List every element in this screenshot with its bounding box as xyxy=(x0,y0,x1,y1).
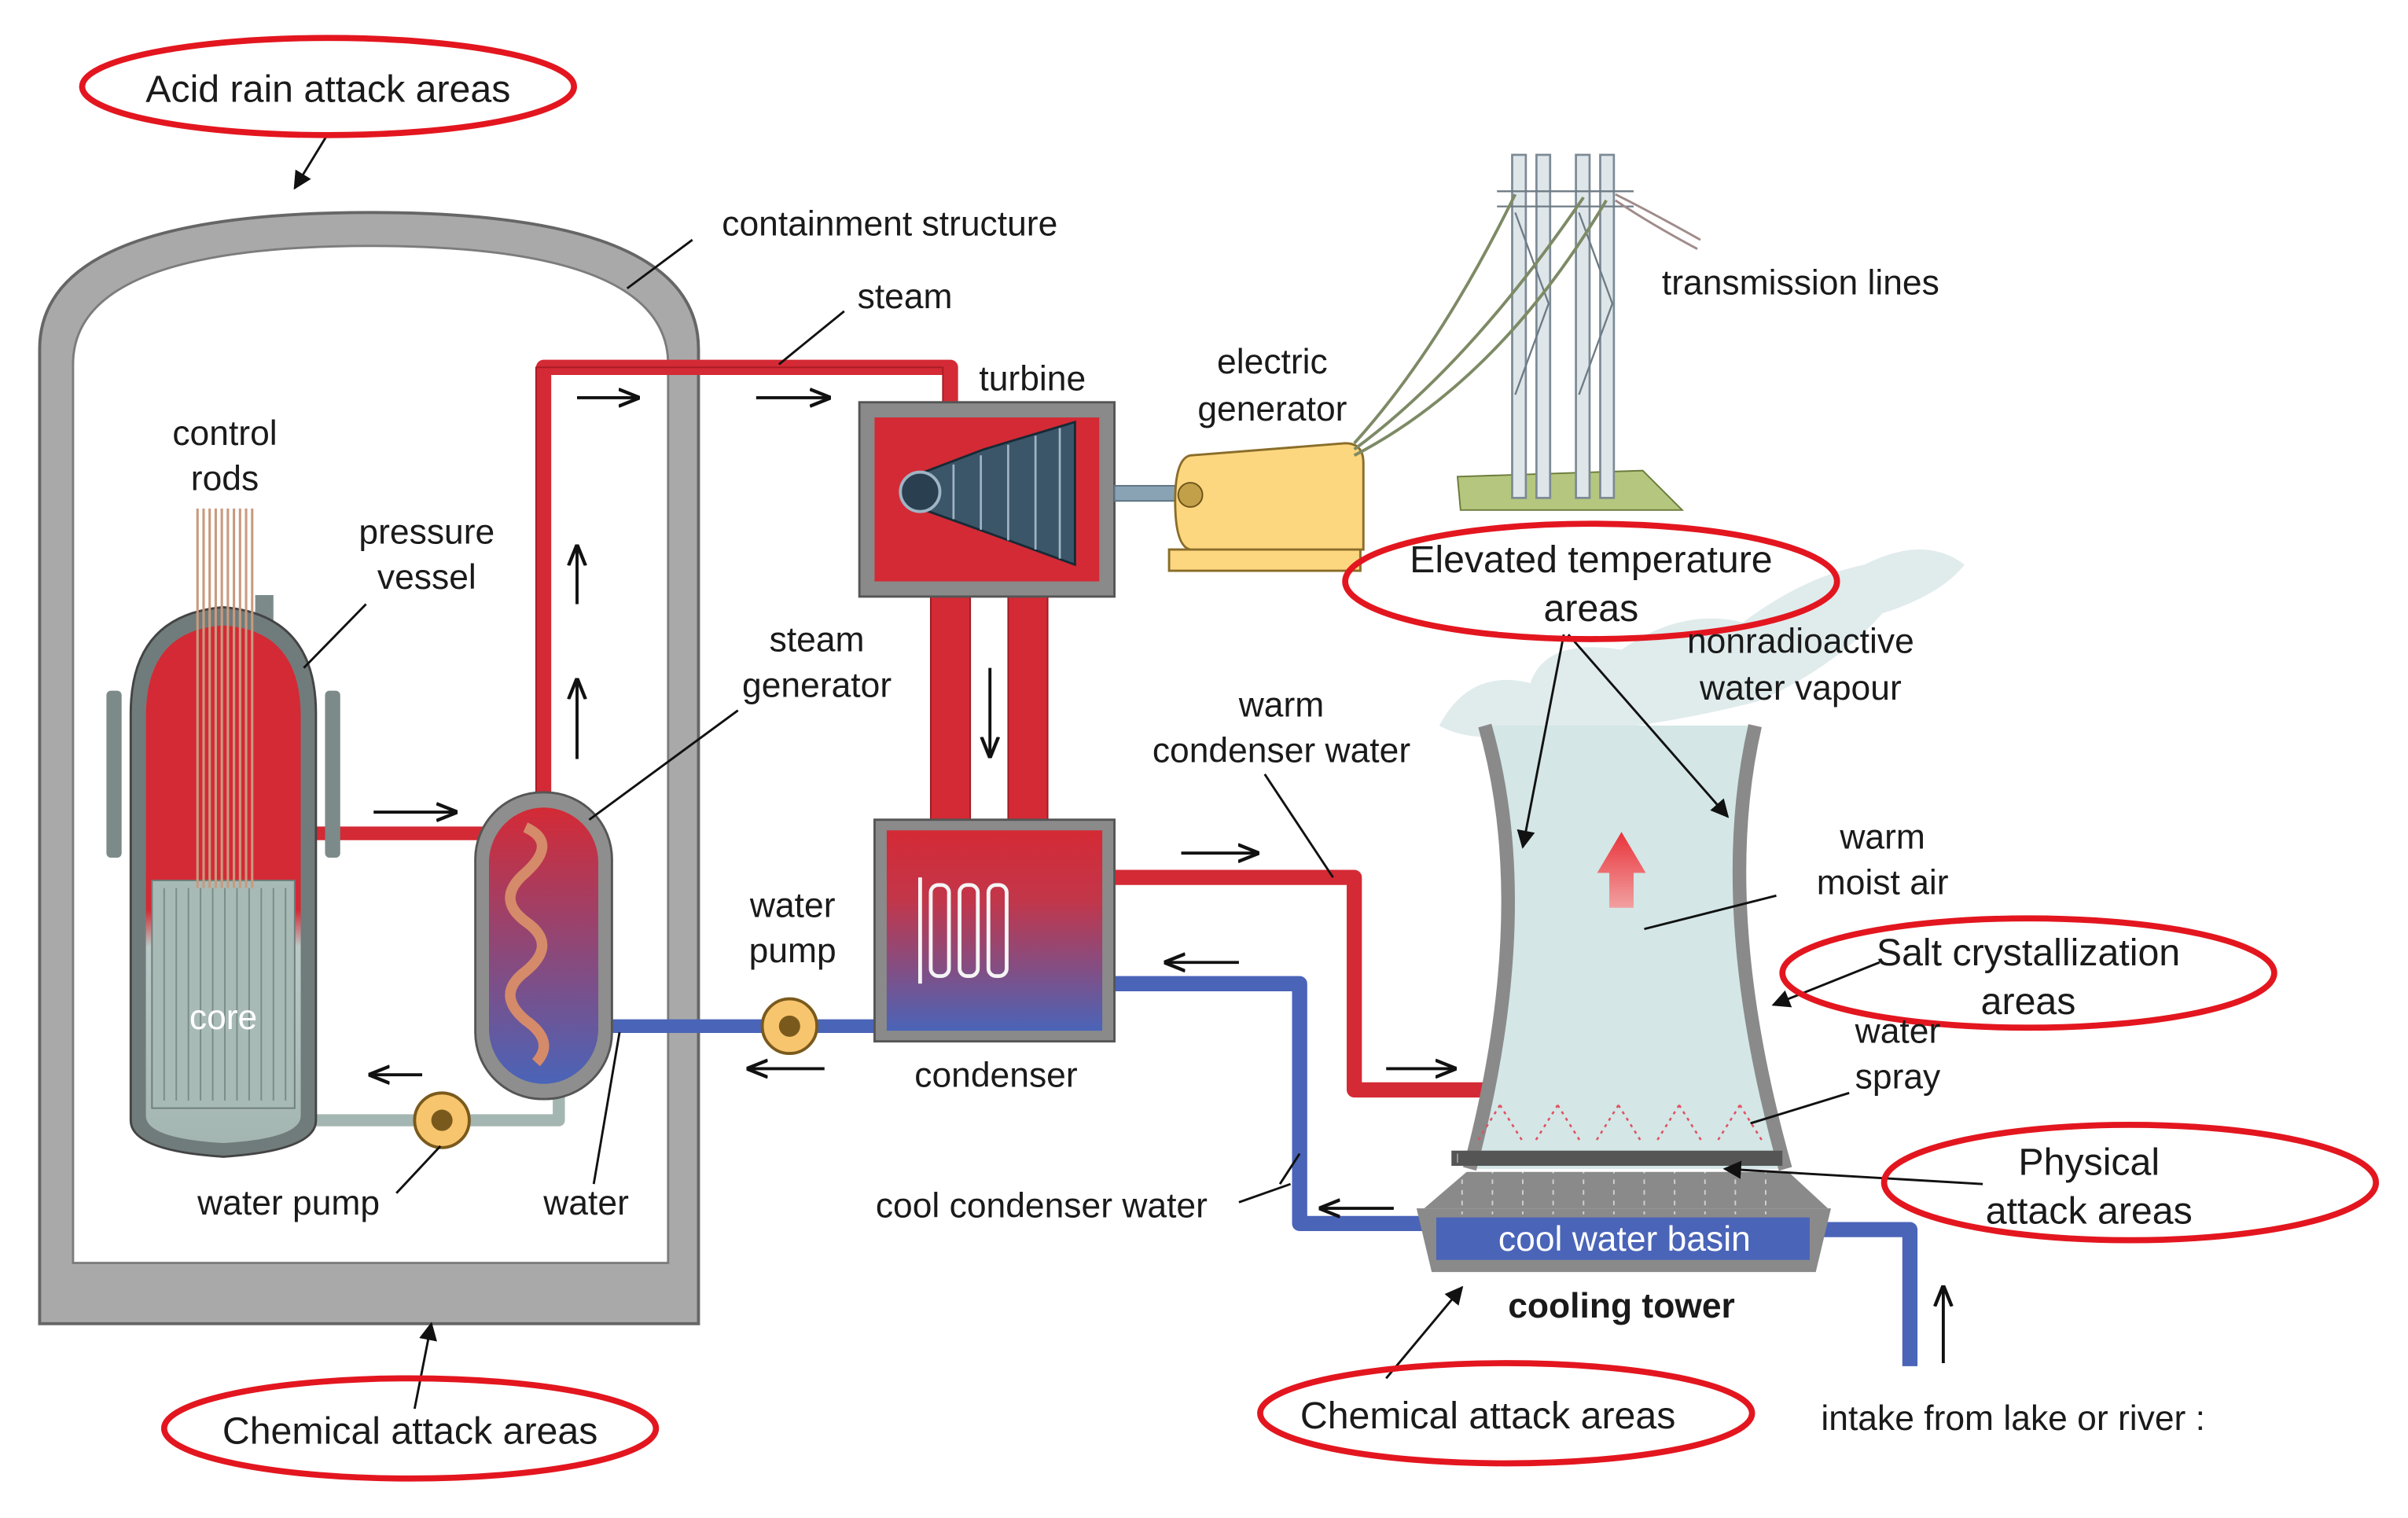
water-vapour-plume xyxy=(1439,549,1965,738)
salt-crystallization-label-1: Salt crystallization xyxy=(1877,932,2180,974)
label-cooling-tower: cooling tower xyxy=(1508,1287,1735,1325)
steam-generator xyxy=(474,791,613,1101)
label-cool-water-basin: cool water basin xyxy=(1498,1220,1751,1259)
label-intake: intake from lake or river : xyxy=(1821,1399,2205,1438)
label-containment-structure: containment structure xyxy=(722,204,1057,243)
physical-attack-label-2: attack areas xyxy=(1986,1189,2193,1232)
label-transmission-lines: transmission lines xyxy=(1662,264,1939,303)
label-water: water xyxy=(542,1184,629,1222)
water-pump-primary xyxy=(413,1091,471,1149)
label-water-pump-mid-2: pump xyxy=(749,932,836,970)
transmission-tower xyxy=(1456,153,1685,511)
turbine xyxy=(858,401,1116,598)
label-nonradioactive: nonradioactive xyxy=(1687,622,1914,660)
label-electric: electric xyxy=(1217,343,1328,381)
ring-salt-crystallization xyxy=(1779,915,2277,1031)
ring-elevated-temperature xyxy=(1342,520,1840,642)
label-water-spray-1: water xyxy=(1855,1013,1941,1051)
label-core: core xyxy=(189,998,257,1037)
label-cool-condenser-water: cool condenser water xyxy=(876,1187,1208,1226)
label-vessel: vessel xyxy=(377,558,476,597)
physical-attack-label-1: Physical xyxy=(2018,1141,2160,1184)
label-control: control xyxy=(172,414,277,453)
pressure-vessel xyxy=(106,594,340,1158)
warm-air-arrow xyxy=(1597,832,1646,908)
annotation-arrows xyxy=(293,133,1983,1410)
salt-crystallization-label-2: areas xyxy=(1981,980,2076,1023)
annotation-text: Acid rain attack areas Elevated temperat… xyxy=(145,68,2192,1452)
steam-line xyxy=(535,359,958,828)
intake-pipe xyxy=(1803,1222,1918,1366)
label-pressure: pressure xyxy=(358,513,494,551)
chemical-attack-right-label: Chemical attack areas xyxy=(1300,1395,1676,1437)
label-warm-air: warm xyxy=(1839,818,1925,856)
label-steam-generator-1: steam xyxy=(770,620,865,659)
label-water-vapour: water vapour xyxy=(1699,669,1902,708)
electric-generator xyxy=(1167,442,1365,572)
label-water-pump-primary: water pump xyxy=(197,1184,380,1222)
ring-chemical-left xyxy=(160,1375,660,1482)
label-water-pump-mid-1: water xyxy=(749,886,836,924)
component-labels: containment structure steam turbine elec… xyxy=(172,204,2205,1438)
elevated-temperature-label-2: areas xyxy=(1544,587,1639,630)
chemical-attack-left-label: Chemical attack areas xyxy=(222,1410,597,1452)
ring-physical-attack xyxy=(1880,1122,2380,1244)
control-rods xyxy=(196,508,254,888)
label-rods: rods xyxy=(191,460,259,498)
transmission-wires xyxy=(1353,193,1701,458)
label-steam-generator-2: generator xyxy=(742,666,892,704)
label-steam: steam xyxy=(858,278,953,316)
flow-arrows xyxy=(370,398,1943,1364)
cooling-tower xyxy=(1416,723,1832,1273)
label-water-spray-2: spray xyxy=(1855,1058,1941,1097)
leader-lines xyxy=(303,238,1850,1204)
ring-acid-rain xyxy=(79,35,577,138)
water-pump-feedwater xyxy=(760,997,819,1056)
label-turbine: turbine xyxy=(979,359,1086,398)
label-moist-air: moist air xyxy=(1817,863,1949,902)
label-warm: warm xyxy=(1238,685,1325,724)
elevated-temperature-label-1: Elevated temperature xyxy=(1410,538,1772,581)
ring-chemical-right xyxy=(1257,1360,1755,1467)
condenser xyxy=(873,818,1116,1043)
label-condenser: condenser xyxy=(914,1057,1078,1095)
acid-rain-label: Acid rain attack areas xyxy=(145,68,510,110)
annotation-rings xyxy=(79,35,2380,1482)
label-generator: generator xyxy=(1197,390,1347,428)
label-condenser-water: condenser water xyxy=(1153,731,1411,770)
